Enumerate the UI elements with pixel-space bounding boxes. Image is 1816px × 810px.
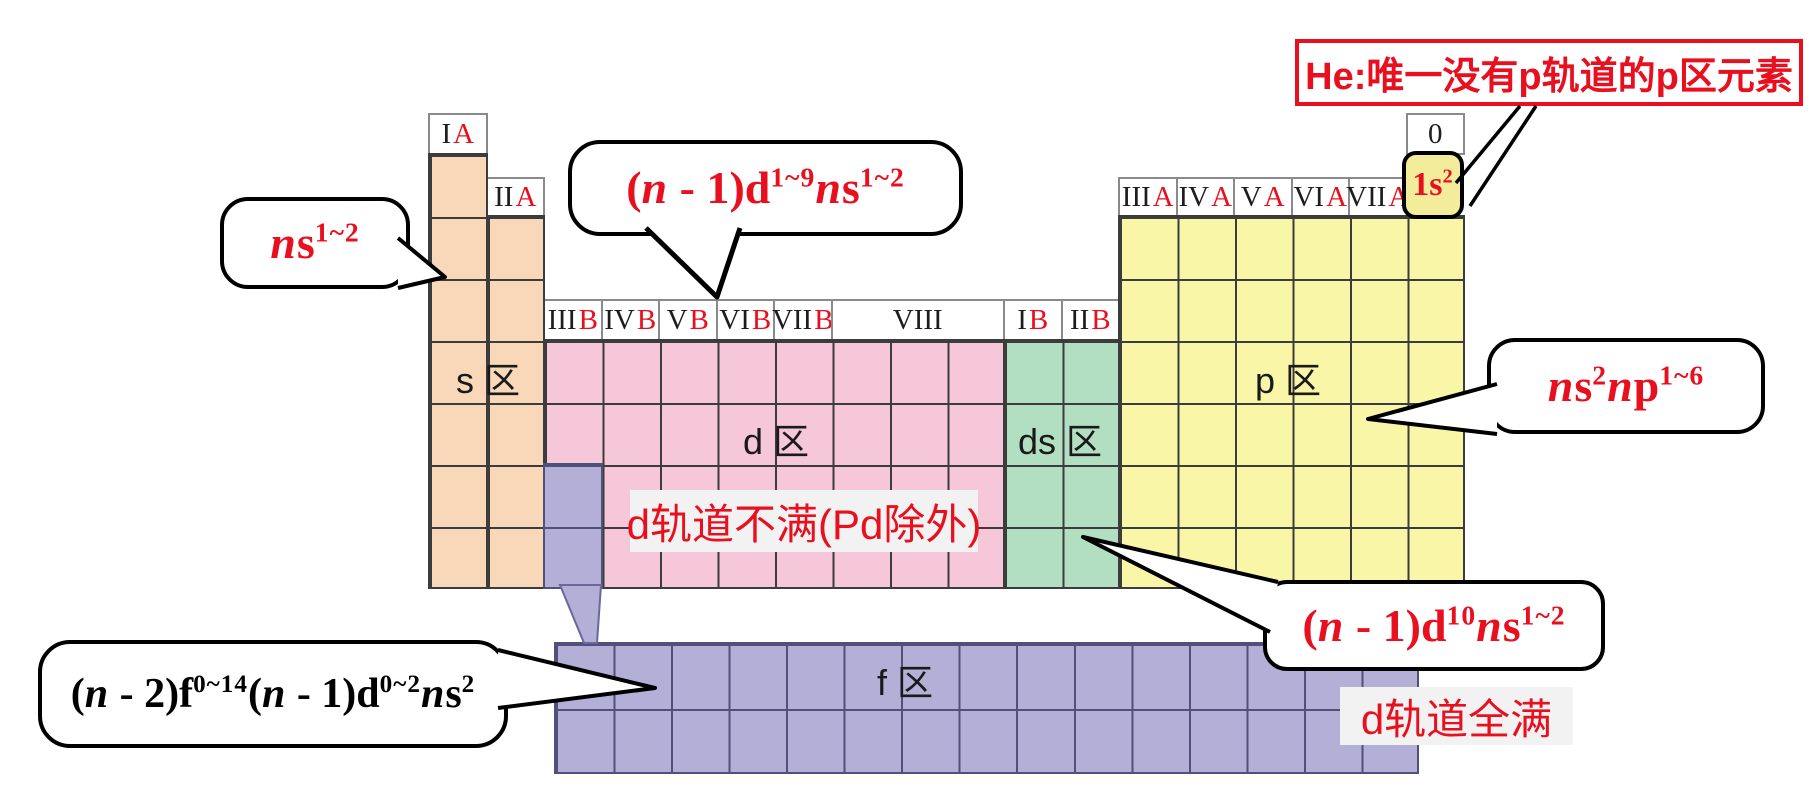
d-callout-tail — [646, 228, 740, 297]
f-block-callout: (n - 2)f0~14(n - 1)d0~2ns2 — [38, 640, 508, 748]
d-block-label: d 区 — [742, 421, 810, 462]
ds-block-label: ds 区 — [1017, 421, 1103, 462]
f-block-label: f 区 — [876, 662, 933, 703]
p-block-callout: ns2np1~6 — [1487, 338, 1765, 434]
s-block-callout: ns1~2 — [220, 197, 410, 289]
helium-configuration: 1s2 — [1412, 165, 1454, 203]
he-pointer-line-1 — [1454, 104, 1522, 185]
ds-block-formula: (n - 1)d10ns1~2 — [1302, 599, 1566, 651]
f-block-indicator-cells — [543, 463, 603, 589]
s-block-formula: ns1~2 — [270, 216, 360, 268]
p-block-formula: ns2np1~6 — [1547, 359, 1705, 411]
d-block-callout: (n - 1)d1~9ns1~2 — [568, 140, 963, 236]
helium-note-box: He:唯一没有p轨道的p区元素 — [1295, 39, 1803, 106]
d-block-formula: (n - 1)d1~9ns1~2 — [626, 161, 905, 213]
he-pointer-line-2 — [1468, 105, 1538, 207]
p-block-label: p 区 — [1254, 360, 1322, 401]
s-block-column-1 — [428, 153, 488, 589]
ds-block-callout: (n - 1)d10ns1~2 — [1263, 580, 1605, 671]
f-block-connector — [558, 584, 603, 644]
s-block-label: s 区 — [455, 360, 520, 401]
group-header-0: 0 — [1405, 113, 1465, 155]
d-filled-note: d轨道全满 — [1340, 687, 1573, 745]
d-unfilled-note: d轨道不满(Pd除外) — [627, 490, 981, 552]
group-header-VIII: VIII — [830, 299, 1005, 341]
helium-cell: 1s2 — [1402, 151, 1464, 219]
p-block — [1118, 215, 1465, 589]
f-block-formula: (n - 2)f0~14(n - 1)d0~2ns2 — [70, 671, 476, 717]
